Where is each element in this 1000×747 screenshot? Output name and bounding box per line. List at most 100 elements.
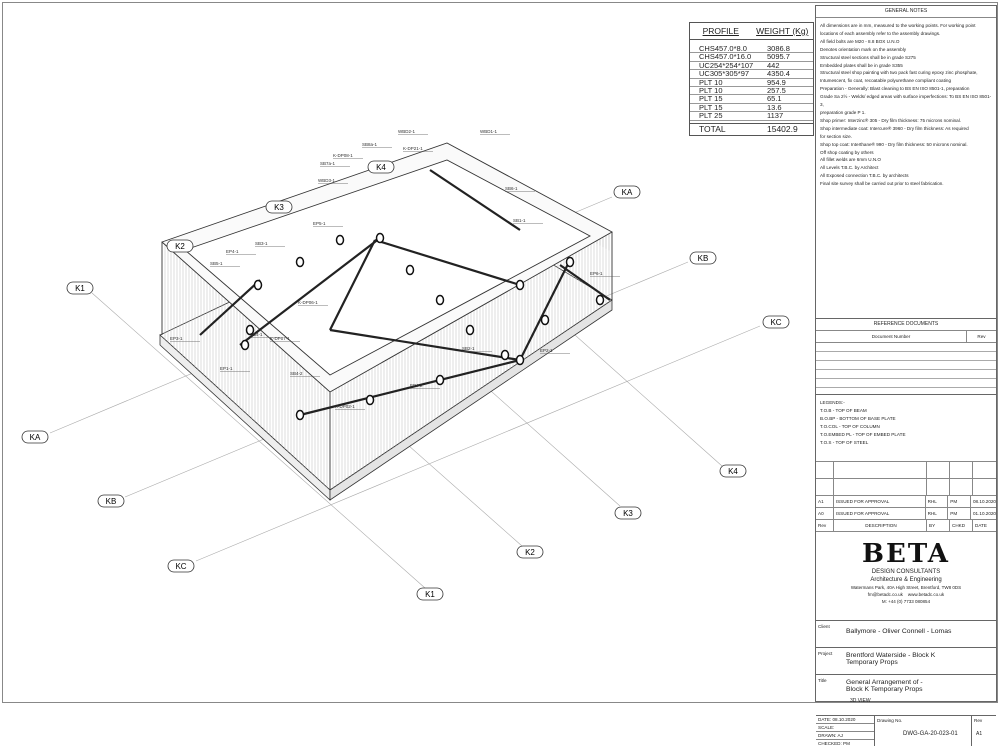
grid-bubble-kc: KC	[762, 315, 790, 329]
revision-cell: RHL	[926, 496, 949, 507]
grid-bubble-kc: KC	[167, 559, 195, 573]
legend-line: T.O.EMBED PL - TOP OF EMBED PLATE	[820, 432, 906, 437]
title-line-2: Block K Temporary Props	[846, 685, 923, 693]
prop-ring	[540, 314, 550, 326]
col-document-number: Document Number	[816, 331, 967, 342]
note-line: Off shop coating by others	[820, 149, 874, 155]
weight-cell: 4350.4	[767, 69, 790, 79]
note-line: Grade Sa 2½ - Welds/ edged areas with su…	[820, 94, 992, 108]
member-label: SB8a-1	[362, 142, 378, 147]
project-label: Project	[818, 651, 833, 656]
grid-label: K1	[425, 590, 435, 599]
member-label: SB1-1	[513, 218, 526, 223]
project-line-1: Brentford Waterside - Block K	[846, 652, 936, 659]
prop-ring	[240, 339, 250, 351]
member-label: EP6-1	[590, 271, 603, 276]
revision-cell: A1	[816, 496, 834, 507]
member-label: K-DP02-1	[335, 404, 355, 409]
prop-ring	[335, 234, 345, 246]
member-label: EP4-2	[410, 383, 423, 388]
grid-label: KA	[622, 188, 633, 197]
note-line: locations of each assembly refer to the …	[820, 30, 941, 36]
company-phone: M: +44 (0) 7733 080854	[881, 599, 931, 604]
prop-connections	[240, 232, 605, 421]
grid-label: K4	[728, 467, 738, 476]
prop-ring	[253, 279, 263, 291]
member-label: SB5-1	[210, 261, 223, 266]
note-line: Structural steel sections shall be in gr…	[820, 54, 916, 60]
revision-cell: ISSUED FOR APPROVAL	[834, 496, 926, 507]
prop-ring	[500, 349, 510, 361]
grid-label: K2	[175, 242, 185, 251]
note-line: preparation grade P 1.	[820, 109, 866, 115]
note-line: All field bolts are M20 - 8.8 BOX U.N.O	[820, 38, 900, 44]
legend-line: T.O.S - TOP OF STEEL	[820, 440, 869, 445]
client-value: Ballymore - Oliver Connell - Lomas	[846, 628, 952, 635]
weight-row: CHS457.0*16.0 5095.7	[690, 52, 813, 62]
profile-cell: PLT 25	[699, 111, 723, 121]
weight-cell: 3086.8	[767, 44, 790, 53]
drawing-sheet	[2, 2, 998, 703]
prop-ring	[295, 256, 305, 268]
member-label: K-DP07-1	[270, 336, 290, 341]
prop-ring	[515, 354, 525, 366]
note-line: All dimensions are in mm, measured to th…	[820, 23, 976, 28]
note-line: Embedded plates shall be in grade S355	[820, 62, 903, 68]
drawing-no-value: DWG-GA-20-023-01	[903, 731, 958, 737]
member-label: EP1-1	[220, 366, 233, 371]
grid-label: K3	[274, 203, 284, 212]
grid-bubble-kb: KB	[689, 251, 717, 265]
member-label: SB7a-1	[320, 161, 336, 166]
revision-cell: RHL	[926, 508, 949, 519]
legends-title: LEGENDS:-	[820, 400, 845, 405]
note-line: Denotes orientation mark on the assembly	[820, 46, 907, 52]
note-line: Shop top coat: Interthane® 990 - Dry fil…	[820, 141, 968, 147]
prop-ring	[375, 232, 385, 244]
weight-cell: 442	[767, 60, 780, 70]
weight-cell: 5095.7	[767, 52, 790, 62]
profile-cell: PLT 10	[699, 77, 723, 87]
prop-ring	[405, 264, 415, 276]
drawing-no-label: Drawing No.	[877, 718, 903, 723]
profile-cell: UC254*254*107	[699, 60, 754, 70]
member-label: EP3-1	[170, 336, 183, 341]
drawing-info: DATE: 08.10.2020 SCALE: DRAWN: AJ CHECKE…	[816, 716, 996, 746]
member-labels: WBD2-1SB8a-1K-DP08-1K-DP21-1WBD1-1SB7a-1…	[170, 129, 620, 410]
grid-label: KB	[106, 497, 117, 506]
grid-bubble-k1: K1	[66, 281, 94, 295]
profile-cell: UC305*305*97	[699, 69, 750, 79]
note-line: Structural steel shop painting with two …	[820, 70, 978, 76]
project-line-2: Temporary Props	[846, 658, 898, 666]
total-value: 15402.9	[767, 123, 798, 134]
isometric-3d-view: WBD2-1SB8a-1K-DP08-1K-DP21-1WBD1-1SB7a-1…	[21, 129, 790, 601]
profile-cell: CHS457.0*16.0	[699, 52, 752, 62]
grid-bubble-ka: KA	[613, 185, 641, 199]
note-line: Intumescent, fix coat, recoatable polyur…	[820, 78, 951, 84]
member-label: EP5-1	[313, 221, 326, 226]
member-label: SB4-1	[250, 332, 263, 337]
member-label: SB2-1	[462, 346, 475, 351]
prop-ring	[465, 324, 475, 336]
note-line: All Exposed connection T.B.C. by archite…	[820, 173, 909, 179]
reference-documents-title: REFERENCE DOCUMENTS	[816, 319, 996, 331]
col-weight: WEIGHT (Kg)	[756, 26, 809, 36]
prop-ring	[365, 394, 375, 406]
prop-ring	[565, 256, 575, 268]
grid-bubble-ka: KA	[21, 430, 49, 444]
title-line-1: General Arrangement of -	[846, 679, 923, 686]
scale-label: SCALE:	[816, 724, 874, 732]
company-address: Watermans Park, 40A High Street, Brentfo…	[850, 585, 962, 590]
grid-label: K1	[75, 284, 85, 293]
drawn-value: AJ	[837, 733, 843, 738]
grid-bubble-kb: KB	[97, 494, 125, 508]
legend-line: T.O.COL - TOP OF COLUMN	[820, 424, 880, 429]
note-line: Shop intermediate coat: Intercure® 3960 …	[820, 125, 969, 131]
